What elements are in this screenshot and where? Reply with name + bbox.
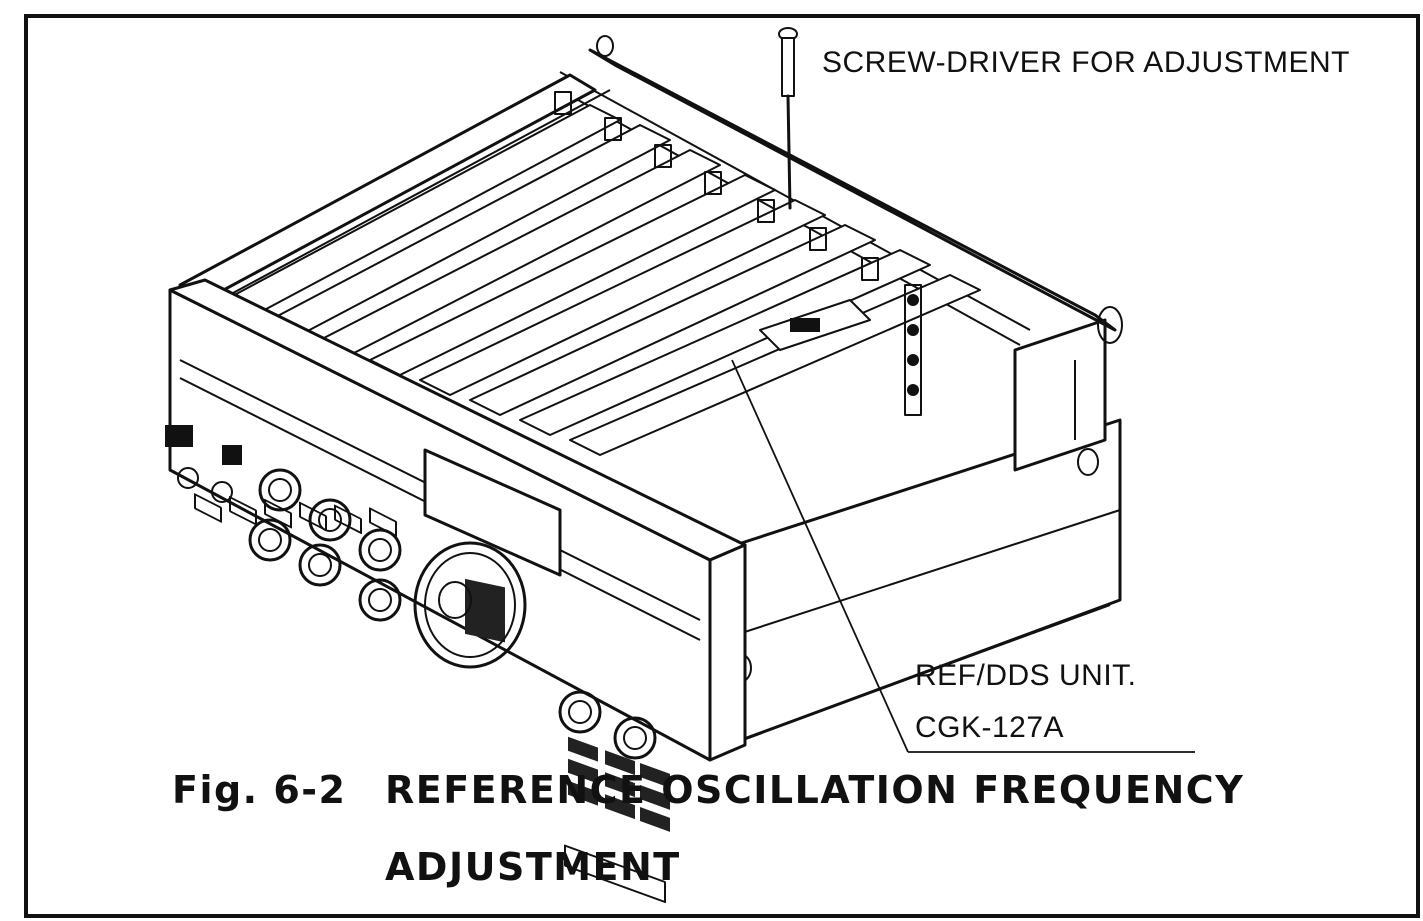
keypad xyxy=(568,736,670,832)
rear-top-rail xyxy=(588,48,1117,332)
main-tuning-knob xyxy=(413,541,527,669)
power-switch xyxy=(165,425,193,447)
figure-border xyxy=(24,14,1420,918)
rear-bracket xyxy=(1013,318,1107,472)
front-panel xyxy=(165,278,747,904)
unit-leader-line xyxy=(731,359,1195,753)
right-knobs xyxy=(558,690,657,760)
figure-title-line1: REFERENCE OSCILLATION FREQUENCY xyxy=(385,768,1244,812)
front-panel-face xyxy=(168,288,712,762)
transceiver-illustration xyxy=(165,35,1123,904)
figure-number: Fig. 6-2 xyxy=(172,768,347,812)
figure-title-line2: ADJUSTMENT xyxy=(385,845,681,889)
meter-switch xyxy=(222,445,242,465)
screwdriver-label: SCREW-DRIVER FOR ADJUSTMENT xyxy=(822,46,1350,79)
left-knobs xyxy=(248,468,402,622)
unit-name-label: REF/DDS UNIT. xyxy=(915,659,1137,692)
screwdriver xyxy=(778,27,798,210)
ref-dds-unit-board xyxy=(759,299,871,351)
lower-button-strip xyxy=(564,844,666,904)
board-clips xyxy=(554,91,922,416)
display-window xyxy=(423,448,562,577)
front-panel-side-edge xyxy=(708,543,747,762)
side-screw-rear xyxy=(1077,448,1099,476)
chassis-side-panel xyxy=(718,418,1122,750)
mic-jack xyxy=(211,481,233,503)
phones-jack xyxy=(177,467,199,489)
unit-code-label: CGK-127A xyxy=(915,711,1064,744)
